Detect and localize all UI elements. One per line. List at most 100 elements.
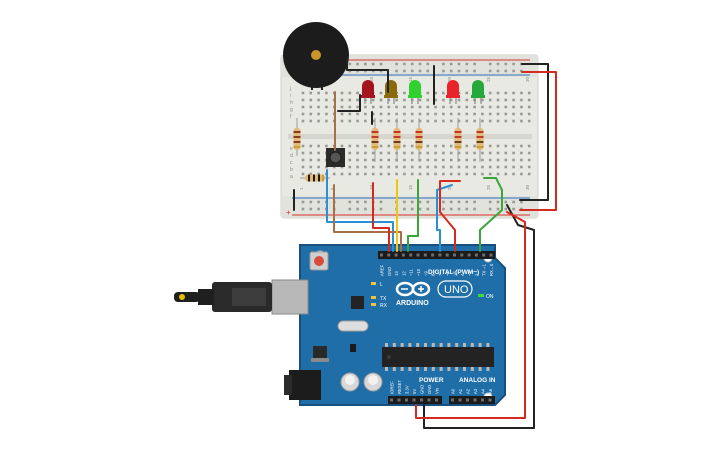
header-pin[interactable] (423, 253, 427, 257)
wire-black-right-loop[interactable] (519, 63, 549, 201)
resistor-body (293, 128, 301, 150)
header-pin[interactable] (473, 398, 477, 402)
resistor[interactable] (300, 174, 330, 182)
header-pin[interactable] (380, 253, 383, 257)
breadboard-hole (527, 105, 531, 109)
led-rim (408, 95, 422, 98)
breadboard-hole (301, 105, 305, 109)
rail-hole (442, 69, 445, 73)
header-pin[interactable] (435, 398, 438, 402)
header-pin[interactable] (438, 253, 442, 257)
header-pin[interactable] (401, 253, 405, 257)
rail-plus-sign-bottom: + (286, 208, 291, 217)
breadboard-hole (442, 119, 445, 123)
header-pin[interactable] (482, 253, 486, 257)
led-dome (362, 80, 374, 96)
breadboard-hole (442, 98, 445, 102)
row-letter: i (290, 93, 291, 99)
wire-green-led5[interactable] (479, 177, 503, 252)
header-pin[interactable] (416, 253, 420, 257)
resistor-band (371, 136, 379, 138)
rail-hole (442, 200, 445, 204)
pin-label: 8 (431, 273, 436, 276)
breadboard-hole (356, 172, 359, 176)
rail-hole (364, 62, 367, 66)
power-jack[interactable] (289, 370, 321, 400)
led[interactable] (408, 80, 422, 104)
header-pin[interactable] (488, 398, 492, 402)
resistor[interactable] (371, 118, 379, 162)
wire-black-top[interactable] (346, 56, 389, 93)
breadboard-hole (379, 165, 383, 169)
wire-black-gnd-main[interactable] (423, 204, 535, 429)
wire-red-led1[interactable] (372, 182, 390, 252)
breadboard-hole (309, 158, 313, 162)
led[interactable] (471, 80, 485, 104)
chip-pin (447, 343, 451, 347)
header-pin[interactable] (397, 398, 401, 402)
header-pin[interactable] (458, 398, 462, 402)
header-pin[interactable] (390, 398, 393, 402)
header-pin[interactable] (427, 398, 431, 402)
header-pin[interactable] (466, 398, 469, 402)
header-pin[interactable] (431, 253, 435, 257)
resistor-band (476, 136, 484, 138)
wire-red-5v-main[interactable] (415, 211, 526, 419)
resistor[interactable] (293, 118, 301, 156)
wire-black-gnd[interactable] (337, 94, 361, 112)
breadboard-hole (481, 151, 484, 155)
wire-brown-pin[interactable] (333, 184, 402, 252)
resistor[interactable] (454, 118, 462, 162)
resistor[interactable] (393, 118, 401, 162)
resistor[interactable] (476, 118, 484, 162)
header-pin[interactable] (420, 398, 423, 402)
analog-header (449, 396, 495, 404)
header-pin[interactable] (474, 253, 478, 257)
chip-pin (424, 367, 427, 371)
header-pin[interactable] (453, 253, 456, 257)
usb-cable[interactable] (174, 279, 309, 315)
rail-hole (356, 62, 359, 66)
breadboard-hole (395, 112, 398, 116)
rail-hole (364, 207, 367, 211)
breadboard-hole (527, 144, 531, 148)
header-pin[interactable] (412, 398, 416, 402)
header-pin[interactable] (409, 253, 413, 257)
header-pin[interactable] (489, 253, 493, 257)
header-pin[interactable] (394, 253, 398, 257)
breadboard-hole (496, 158, 500, 162)
piezo-buzzer[interactable] (283, 22, 349, 90)
led[interactable] (361, 80, 375, 104)
led[interactable] (446, 80, 460, 104)
breadboard-hole (457, 172, 461, 176)
chip-notch (387, 355, 391, 359)
resistor-band (415, 141, 423, 143)
breadboard-hole (309, 165, 313, 169)
voltage-regulator (313, 346, 327, 358)
header-pin[interactable] (467, 253, 471, 257)
wire-blue-pin[interactable] (436, 189, 441, 252)
header-pin[interactable] (481, 398, 484, 402)
push-button[interactable] (326, 148, 345, 167)
header-pin[interactable] (387, 253, 391, 257)
rail-hole (356, 207, 359, 211)
breadboard-hole (465, 158, 469, 162)
header-pin[interactable] (460, 253, 464, 257)
power-header-pins (390, 398, 438, 402)
breadboard-hole (356, 98, 359, 102)
reset-button-cap[interactable] (314, 256, 324, 266)
header-pin[interactable] (451, 398, 454, 402)
breadboard-hole (356, 112, 359, 116)
wire-red-led4[interactable] (439, 180, 461, 252)
header-pin[interactable] (445, 253, 449, 257)
wire-green-led3[interactable] (407, 179, 419, 252)
breadboard-hole (410, 112, 414, 116)
wire-blue-button[interactable] (326, 169, 394, 252)
header-pin[interactable] (405, 398, 408, 402)
breadboard-hole (434, 151, 437, 155)
wire-red-right-loop[interactable] (519, 71, 557, 211)
breadboard-hole (387, 158, 391, 162)
push-button-cap[interactable] (329, 151, 342, 164)
resistor[interactable] (415, 118, 423, 162)
